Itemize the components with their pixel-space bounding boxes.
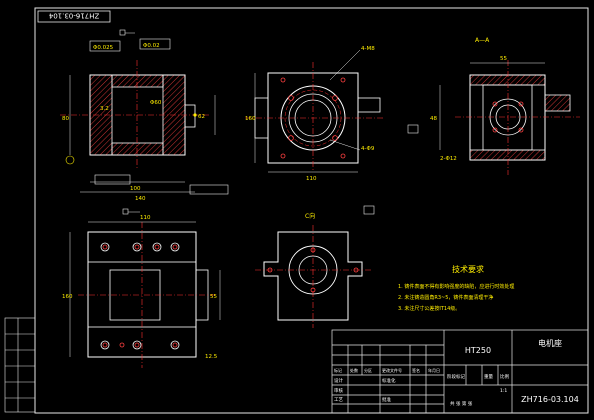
tb-scale: 1:1: [500, 388, 507, 394]
roughness-1: 3.2: [100, 106, 109, 112]
material: HT250: [465, 346, 491, 355]
dim-side-width: 55: [500, 56, 507, 62]
dim-threads: 4-M8: [361, 46, 375, 52]
dim-front-overall: 140: [135, 196, 146, 202]
dim-top-depth: 160: [245, 116, 256, 122]
dim-holes: 4-Φ9: [361, 146, 375, 152]
view-label-c: C向: [305, 212, 315, 220]
tb-process: 工艺: [334, 397, 343, 403]
tb-label-count: 处数: [350, 367, 358, 373]
tb-review: 审核: [334, 387, 343, 394]
dim-side-bolt: 2-Φ12: [440, 156, 457, 162]
tb-scale-label: 比例: [500, 373, 509, 380]
c-direction-view: C向: [255, 205, 375, 328]
tb-sheet: 共 张 第 张: [450, 400, 473, 407]
drawing-frame: [34, 7, 589, 414]
dim-front-total-height: 80: [62, 116, 69, 122]
tb-stage: 阶段标记: [447, 373, 465, 380]
tolerance-2: Φ0.02: [143, 43, 160, 49]
tb-design: 设计: [334, 377, 343, 384]
tb-label-change: 更改文件号: [382, 367, 402, 373]
left-margin-table: [4, 317, 36, 413]
tb-label-mark: 标记: [334, 367, 342, 373]
dim-front-height: 62: [198, 114, 205, 120]
tb-weight: 重量: [484, 373, 493, 380]
corner-code: ZH716-03.104: [48, 12, 99, 20]
view-label-a: A—A: [475, 37, 490, 44]
part-name: 电机座: [538, 338, 562, 348]
tech-note-2: 2. 未注铸造圆角R3~5，铸件表面清理干净: [398, 294, 493, 301]
dim-bore: Φ60: [150, 100, 162, 106]
top-view: 4-M8 4-Φ9 110 160: [245, 46, 385, 182]
tb-label-zone: 分区: [364, 367, 372, 373]
tech-note-3: 3. 未注尺寸公差按IT14级。: [398, 305, 460, 312]
corner-code-box: [37, 10, 111, 23]
dim-front-width: 100: [130, 186, 141, 192]
tb-approve: 批准: [382, 396, 391, 403]
technical-requirements: 技术要求 1. 铸件表面不得有影响强度的缺陷，应进行时效处理 2. 未注铸造圆角…: [398, 264, 514, 312]
dim-bottom-height: 160: [62, 294, 73, 300]
bottom-view: 160 110 55 12.5: [62, 215, 221, 368]
dim-bottom-slot: 55: [210, 294, 217, 300]
roughness-2: 12.5: [205, 354, 218, 360]
tech-note-1: 1. 铸件表面不得有影响强度的缺陷，应进行时效处理: [398, 283, 514, 290]
title-block: HT250 电机座 ZH716-03.104 标记 处数 分区 更改文件号 签名…: [331, 329, 589, 414]
tb-standard: 标准化: [382, 377, 396, 384]
tb-label-sign: 签名: [412, 367, 420, 373]
tolerance-1: Φ0.025: [93, 45, 114, 51]
side-section-view: A—A 55 48 2-Φ12: [407, 37, 580, 175]
tb-label-date: 年月日: [428, 367, 440, 373]
front-section-view: Φ0.025 Φ0.02 100 140 62 80 3.2 Φ60: [60, 29, 229, 215]
tech-title: 技术要求: [452, 264, 484, 274]
dim-side-height: 48: [430, 116, 437, 122]
dim-bottom-width: 110: [140, 215, 151, 221]
drawing-number: ZH716-03.104: [521, 395, 579, 404]
dim-top-width: 110: [306, 176, 317, 182]
